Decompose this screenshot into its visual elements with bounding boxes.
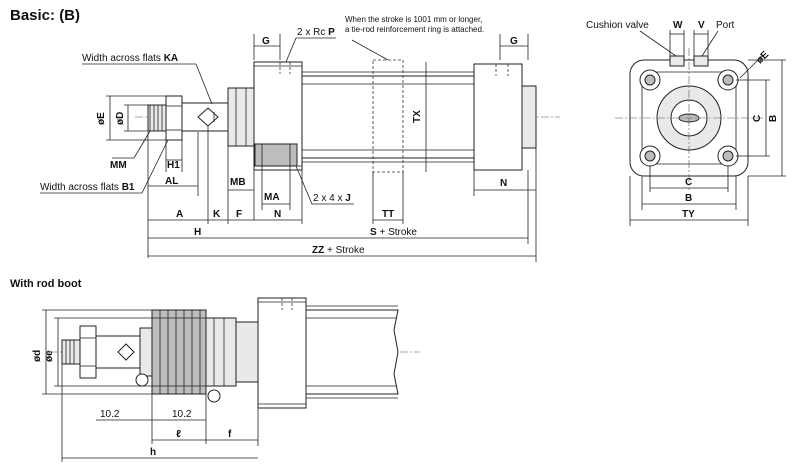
rod-nut [165,95,183,141]
dim-V: V [698,20,705,31]
rod-boot [151,309,207,395]
callout-thread: 2 x 4 x J [313,193,351,204]
dim-MB: MB [230,177,246,188]
label-port: Port [716,20,735,31]
mounting-block [254,143,298,167]
dim-ZZ: ZZ + Stroke [312,245,365,256]
dim-f: f [228,429,232,440]
dim-oE: øE [754,49,771,66]
dim-TT: TT [382,209,394,220]
dim-F: F [236,209,242,220]
dim-C-vert: C [752,115,763,122]
dim-A: A [176,209,183,220]
dim-S: S + Stroke [370,227,417,238]
head-cover-right [473,63,523,171]
side-view-rod-boot: ød øe 10.2 10.2 ℓ f h [32,297,420,462]
title-rod-boot: With rod boot [10,278,82,290]
dim-E: øE [96,112,107,125]
dim-K: K [213,209,221,220]
rod-thread [147,104,167,132]
callout-b1: Width across flats B1 [40,182,135,193]
dim-MM: MM [110,160,127,171]
rear-cap [521,85,537,149]
side-view-basic: TX G G 2 x Rc P When the stroke is 1001 … [40,15,560,262]
label-cushion-valve: Cushion valve [586,20,649,31]
callout-port: 2 x Rc P [297,27,335,38]
dim-10-2-left: 10.2 [100,409,120,420]
dim-N-bottom: N [274,209,281,220]
title-basic: Basic: (B) [10,7,80,24]
dim-MA: MA [264,192,280,203]
dim-h: h [150,447,156,458]
dim-TY: TY [682,209,695,220]
note-line-1: When the stroke is 1001 mm or longer, [345,15,482,24]
dim-e: øe [44,350,55,362]
dim-AL: AL [165,176,178,187]
dim-B-horiz: B [685,193,692,204]
callout-ka: Width across flats KA [82,53,178,64]
dim-d: ød [32,350,43,362]
dim-10-2-right: 10.2 [172,409,192,420]
dim-TX: TX [412,110,423,123]
rod-cover-boss [227,87,255,147]
dim-D: øD [115,112,126,125]
dim-W: W [673,20,683,31]
dim-H: H [194,227,201,238]
dim-G-right: G [510,36,518,47]
boot-clamp [139,327,153,377]
dim-H1: H1 [167,160,180,171]
dim-C-horiz: C [685,177,692,188]
dim-l: ℓ [176,429,181,440]
note-line-2: a tie-rod reinforcement ring is attached… [345,25,484,34]
cylinder-tube [301,75,475,159]
dim-B-vert: B [768,115,779,122]
dim-N-right: N [500,178,507,189]
dim-G-left: G [262,36,270,47]
end-view: W V Cushion valve Port øE C B C B TY [586,20,786,226]
